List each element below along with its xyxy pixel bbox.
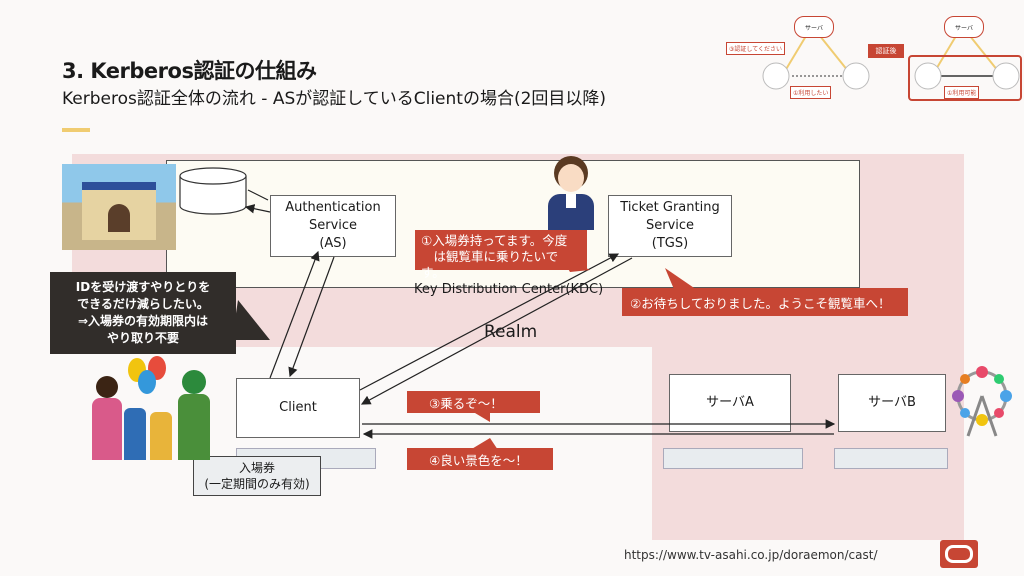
thumb-left-bottom-note: ①利用したい xyxy=(790,86,832,99)
kdc-label: Key Distribution Center(KDC) xyxy=(414,282,604,297)
db-to-as-arrow xyxy=(247,189,269,201)
ticket-box: 入場券 (一定期間のみ有効) xyxy=(193,456,321,496)
theme-park-gate-image xyxy=(62,164,176,250)
tgs-box: Ticket Granting Service (TGS) xyxy=(608,195,732,257)
server-b-shadow-box xyxy=(834,448,948,469)
callout-step-2: ②お待ちしておりました。ようこそ観覧車へ！ xyxy=(622,288,908,316)
client-to-as-arrow xyxy=(269,250,320,379)
as-to-client-arrow xyxy=(288,256,335,378)
ferris-wheel-illustration xyxy=(952,366,1012,437)
receptionist-illustration xyxy=(540,154,602,232)
tgs-to-client-arrow xyxy=(360,257,633,405)
server-a-shadow-box xyxy=(663,448,803,469)
slide-subtitle: Kerberos認証全体の流れ - ASが認証しているClientの場合(2回目… xyxy=(62,89,607,109)
thumb-left-server: サーバ xyxy=(794,16,834,38)
as-to-db-arrow xyxy=(244,204,271,214)
callout-step-1: ①入場券持ってます。今度 は観覧車に乗りたいです。 xyxy=(415,230,587,280)
note-dark: IDを受け渡すやりとりを できるだけ減らしたい。 ⇒入場券の有効期限内は やり取… xyxy=(50,272,236,354)
thumb-right-bottom-note: ①利用可能 xyxy=(944,86,980,99)
slide-title: 3. Kerberos認証の仕組み xyxy=(62,59,317,83)
client-box: Client xyxy=(236,378,360,438)
thumb-left-top-note: ③認証してください xyxy=(726,42,786,55)
family-illustration xyxy=(90,356,218,464)
thumb-right-server: サーバ xyxy=(944,16,984,38)
as-box: Authentication Service (AS) xyxy=(270,195,396,257)
overview-thumbnail: サーバ サーバ ③認証してください ①利用したい 認証後 ①利用可能 xyxy=(722,4,1022,102)
callout-step-4: ④良い景色を〜！ xyxy=(407,448,553,470)
thumb-arrow-label: 認証後 xyxy=(868,44,904,58)
realm-label: Realm xyxy=(484,322,538,342)
title-accent-bar xyxy=(62,128,90,132)
server-b-box: サーバB xyxy=(838,374,946,432)
oracle-logo xyxy=(940,540,978,568)
callout-step-3: ③乗るぞ〜！ xyxy=(407,391,540,413)
server-a-box: サーバA xyxy=(669,374,791,432)
database-icon xyxy=(179,167,247,215)
source-url[interactable]: https://www.tv-asahi.co.jp/doraemon/cast… xyxy=(624,548,878,562)
client-to-tgs-arrow xyxy=(359,253,620,391)
